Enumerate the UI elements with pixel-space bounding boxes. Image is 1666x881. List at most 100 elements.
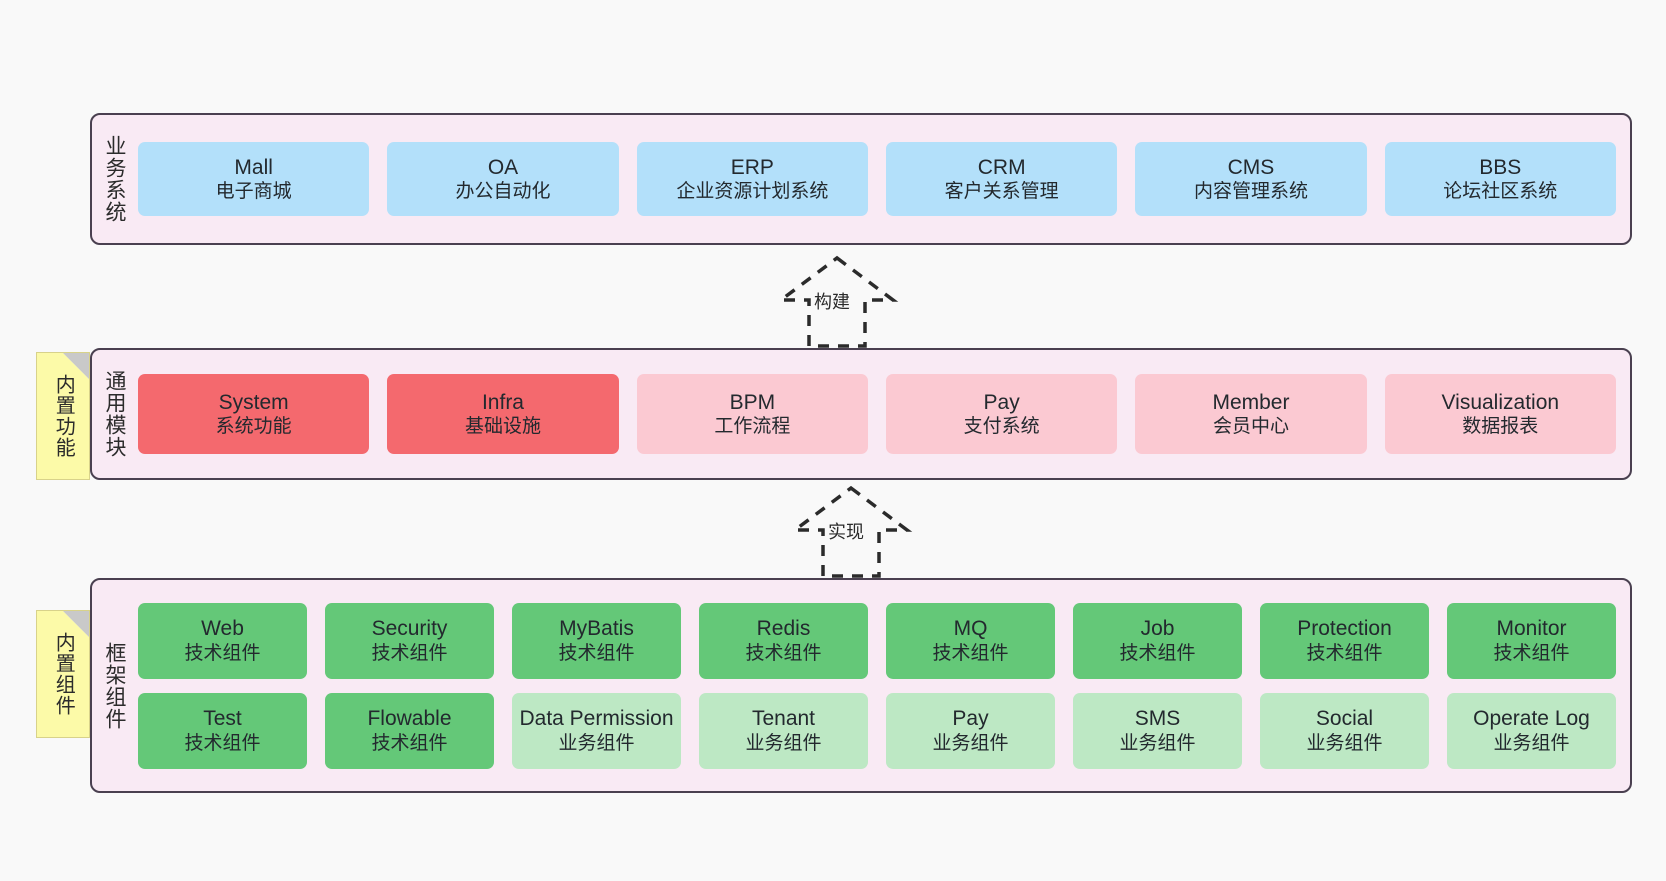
layer-common-module: 通用模块 System 系统功能 Infra 基础设施 BPM 工作流程 Pay…	[90, 348, 1632, 480]
node-flowable[interactable]: Flowable 技术组件	[325, 692, 494, 769]
node-operate-log[interactable]: Operate Log 业务组件	[1447, 692, 1616, 769]
node-title: MyBatis	[559, 617, 634, 641]
node-title: Pay	[983, 390, 1020, 414]
node-subtitle: 客户关系管理	[944, 181, 1059, 203]
node-web[interactable]: Web 技术组件	[138, 602, 307, 679]
note-label: 内置功能	[52, 374, 75, 458]
node-title: Member	[1212, 390, 1290, 414]
node-pay[interactable]: Pay 支付系统	[885, 374, 1118, 454]
node-bpm[interactable]: BPM 工作流程	[636, 374, 868, 454]
layer-business-system: 业务系统 Mall 电子商城 OA 办公自动化 ERP 企业资源计划系统 CRM…	[90, 113, 1632, 245]
node-subtitle: 业务组件	[558, 732, 635, 754]
node-tenant[interactable]: Tenant 业务组件	[699, 692, 868, 769]
node-mq[interactable]: MQ 技术组件	[886, 602, 1055, 679]
node-sms[interactable]: SMS 业务组件	[1073, 692, 1242, 769]
node-subtitle: 论坛社区系统	[1443, 181, 1558, 203]
connector-build: 构建	[752, 252, 922, 348]
node-title: SMS	[1134, 707, 1181, 731]
node-bbs[interactable]: BBS 论坛社区系统	[1384, 142, 1616, 216]
layer-framework-title: 框架组件	[102, 641, 126, 730]
node-monitor[interactable]: Monitor 技术组件	[1447, 602, 1616, 679]
node-oa[interactable]: OA 办公自动化	[387, 142, 619, 216]
node-member[interactable]: Member 会员中心	[1135, 374, 1367, 454]
node-subtitle: 技术组件	[932, 642, 1009, 664]
node-subtitle: 业务组件	[1493, 732, 1570, 754]
node-subtitle: 技术组件	[1119, 642, 1196, 664]
node-title: Flowable	[367, 707, 452, 731]
node-subtitle: 系统功能	[215, 416, 292, 438]
realization-arrow-shape	[789, 485, 913, 578]
node-title: CMS	[1227, 155, 1275, 179]
node-system[interactable]: System 系统功能	[138, 374, 370, 454]
node-title: Social	[1315, 707, 1374, 731]
node-subtitle: 内容管理系统	[1193, 181, 1308, 203]
node-title: ERP	[730, 155, 774, 179]
node-infra[interactable]: Infra 基础设施	[387, 374, 619, 454]
node-crm[interactable]: CRM 客户关系管理	[885, 142, 1118, 216]
node-title: System	[218, 390, 289, 414]
node-mall[interactable]: Mall 电子商城	[138, 142, 370, 216]
node-title: Security	[371, 617, 448, 641]
node-subtitle: 电子商城	[215, 181, 292, 203]
node-subtitle: 技术组件	[1493, 642, 1570, 664]
node-title: MQ	[953, 617, 988, 641]
node-subtitle: 业务组件	[745, 732, 822, 754]
node-cms[interactable]: CMS 内容管理系统	[1135, 142, 1367, 216]
node-subtitle: 支付系统	[963, 416, 1040, 438]
node-subtitle: 业务组件	[932, 732, 1009, 754]
node-subtitle: 技术组件	[558, 642, 635, 664]
node-title: Visualization	[1441, 390, 1560, 414]
connector-implement-label: 实现	[828, 522, 864, 542]
node-subtitle: 数据报表	[1462, 416, 1539, 438]
node-title: OA	[487, 155, 519, 179]
node-title: Job	[1140, 617, 1175, 641]
node-pay-business[interactable]: Pay 业务组件	[886, 692, 1055, 769]
node-security[interactable]: Security 技术组件	[325, 602, 494, 679]
node-job[interactable]: Job 技术组件	[1073, 602, 1242, 679]
node-mybatis[interactable]: MyBatis 技术组件	[512, 602, 681, 679]
node-visualization[interactable]: Visualization 数据报表	[1384, 374, 1616, 454]
node-title: CRM	[977, 155, 1026, 179]
node-subtitle: 企业资源计划系统	[676, 181, 829, 203]
realization-arrow-shape	[775, 255, 899, 348]
layer-business-title: 业务系统	[102, 135, 126, 223]
note-builtin-function: 内置功能	[36, 352, 90, 480]
node-social[interactable]: Social 业务组件	[1260, 692, 1429, 769]
node-subtitle: 会员中心	[1212, 416, 1289, 438]
node-subtitle: 技术组件	[371, 732, 448, 754]
connector-implement: 实现	[766, 482, 936, 578]
node-test[interactable]: Test 技术组件	[138, 692, 307, 769]
node-data-permission[interactable]: Data Permission 业务组件	[512, 692, 681, 769]
node-title: Operate Log	[1473, 707, 1590, 731]
node-subtitle: 技术组件	[1306, 642, 1383, 664]
node-protection[interactable]: Protection 技术组件	[1260, 602, 1429, 679]
framework-row-business: Test 技术组件 Flowable 技术组件 Data Permission …	[138, 692, 1616, 769]
layer-business-body: Mall 电子商城 OA 办公自动化 ERP 企业资源计划系统 CRM 客户关系…	[136, 115, 1630, 243]
node-title: Redis	[756, 617, 811, 641]
node-title: BPM	[729, 390, 776, 414]
node-title: Tenant	[751, 707, 816, 731]
node-title: Web	[201, 617, 244, 641]
node-title: Protection	[1297, 617, 1392, 641]
business-items-row: Mall 电子商城 OA 办公自动化 ERP 企业资源计划系统 CRM 客户关系…	[138, 142, 1616, 216]
node-title: Infra	[481, 390, 524, 414]
node-subtitle: 技术组件	[745, 642, 822, 664]
node-subtitle: 基础设施	[464, 416, 541, 438]
node-redis[interactable]: Redis 技术组件	[699, 602, 868, 679]
node-subtitle: 业务组件	[1306, 732, 1383, 754]
node-subtitle: 技术组件	[371, 642, 448, 664]
layer-common-body: System 系统功能 Infra 基础设施 BPM 工作流程 Pay 支付系统…	[136, 350, 1630, 478]
node-title: Mall	[234, 155, 273, 179]
layer-framework-component: 框架组件 Web 技术组件 Security 技术组件 MyBatis 技术组件…	[90, 578, 1632, 793]
layer-framework-body: Web 技术组件 Security 技术组件 MyBatis 技术组件 Redi…	[136, 580, 1630, 791]
node-title: BBS	[1479, 155, 1522, 179]
node-erp[interactable]: ERP 企业资源计划系统	[636, 142, 868, 216]
framework-row-technical: Web 技术组件 Security 技术组件 MyBatis 技术组件 Redi…	[138, 602, 1616, 679]
note-label: 内置组件	[52, 632, 75, 716]
node-subtitle: 技术组件	[184, 642, 261, 664]
connector-build-label: 构建	[814, 292, 850, 312]
node-subtitle: 工作流程	[714, 416, 791, 438]
node-subtitle: 业务组件	[1119, 732, 1196, 754]
node-title: Data Permission	[519, 707, 674, 731]
